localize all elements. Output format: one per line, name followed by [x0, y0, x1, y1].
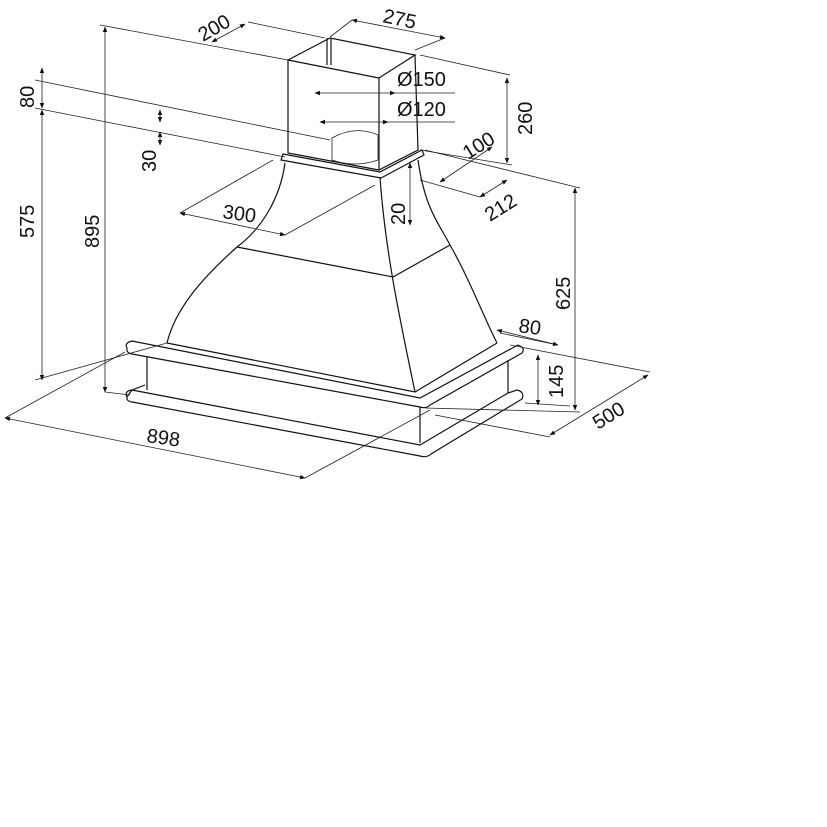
dim-20: 20 [388, 203, 410, 225]
dimension-labels: 200 275 260 Ø150 Ø120 80 30 575 895 100 … [17, 5, 629, 451]
dim-100: 100 [459, 128, 499, 164]
dim-500: 500 [589, 398, 629, 434]
dim-80-right: 80 [517, 315, 542, 340]
collar [280, 149, 425, 179]
dim-o150: Ø150 [397, 69, 446, 91]
dim-o120: Ø120 [397, 99, 446, 121]
dim-895: 895 [82, 215, 104, 248]
dim-575: 575 [17, 205, 39, 238]
dim-275: 275 [381, 5, 418, 33]
dim-200: 200 [195, 11, 235, 47]
hood-body [166, 159, 498, 393]
dim-260: 260 [515, 102, 537, 135]
dim-30: 30 [139, 150, 161, 172]
dim-625: 625 [553, 277, 575, 310]
dim-300: 300 [221, 201, 257, 227]
dim-212: 212 [481, 190, 521, 226]
chimney [287, 37, 419, 171]
dimension-lines [4, 18, 651, 480]
base [125, 340, 524, 458]
dim-145: 145 [546, 365, 568, 398]
dim-898: 898 [145, 425, 181, 451]
dim-80-top: 80 [17, 86, 39, 108]
